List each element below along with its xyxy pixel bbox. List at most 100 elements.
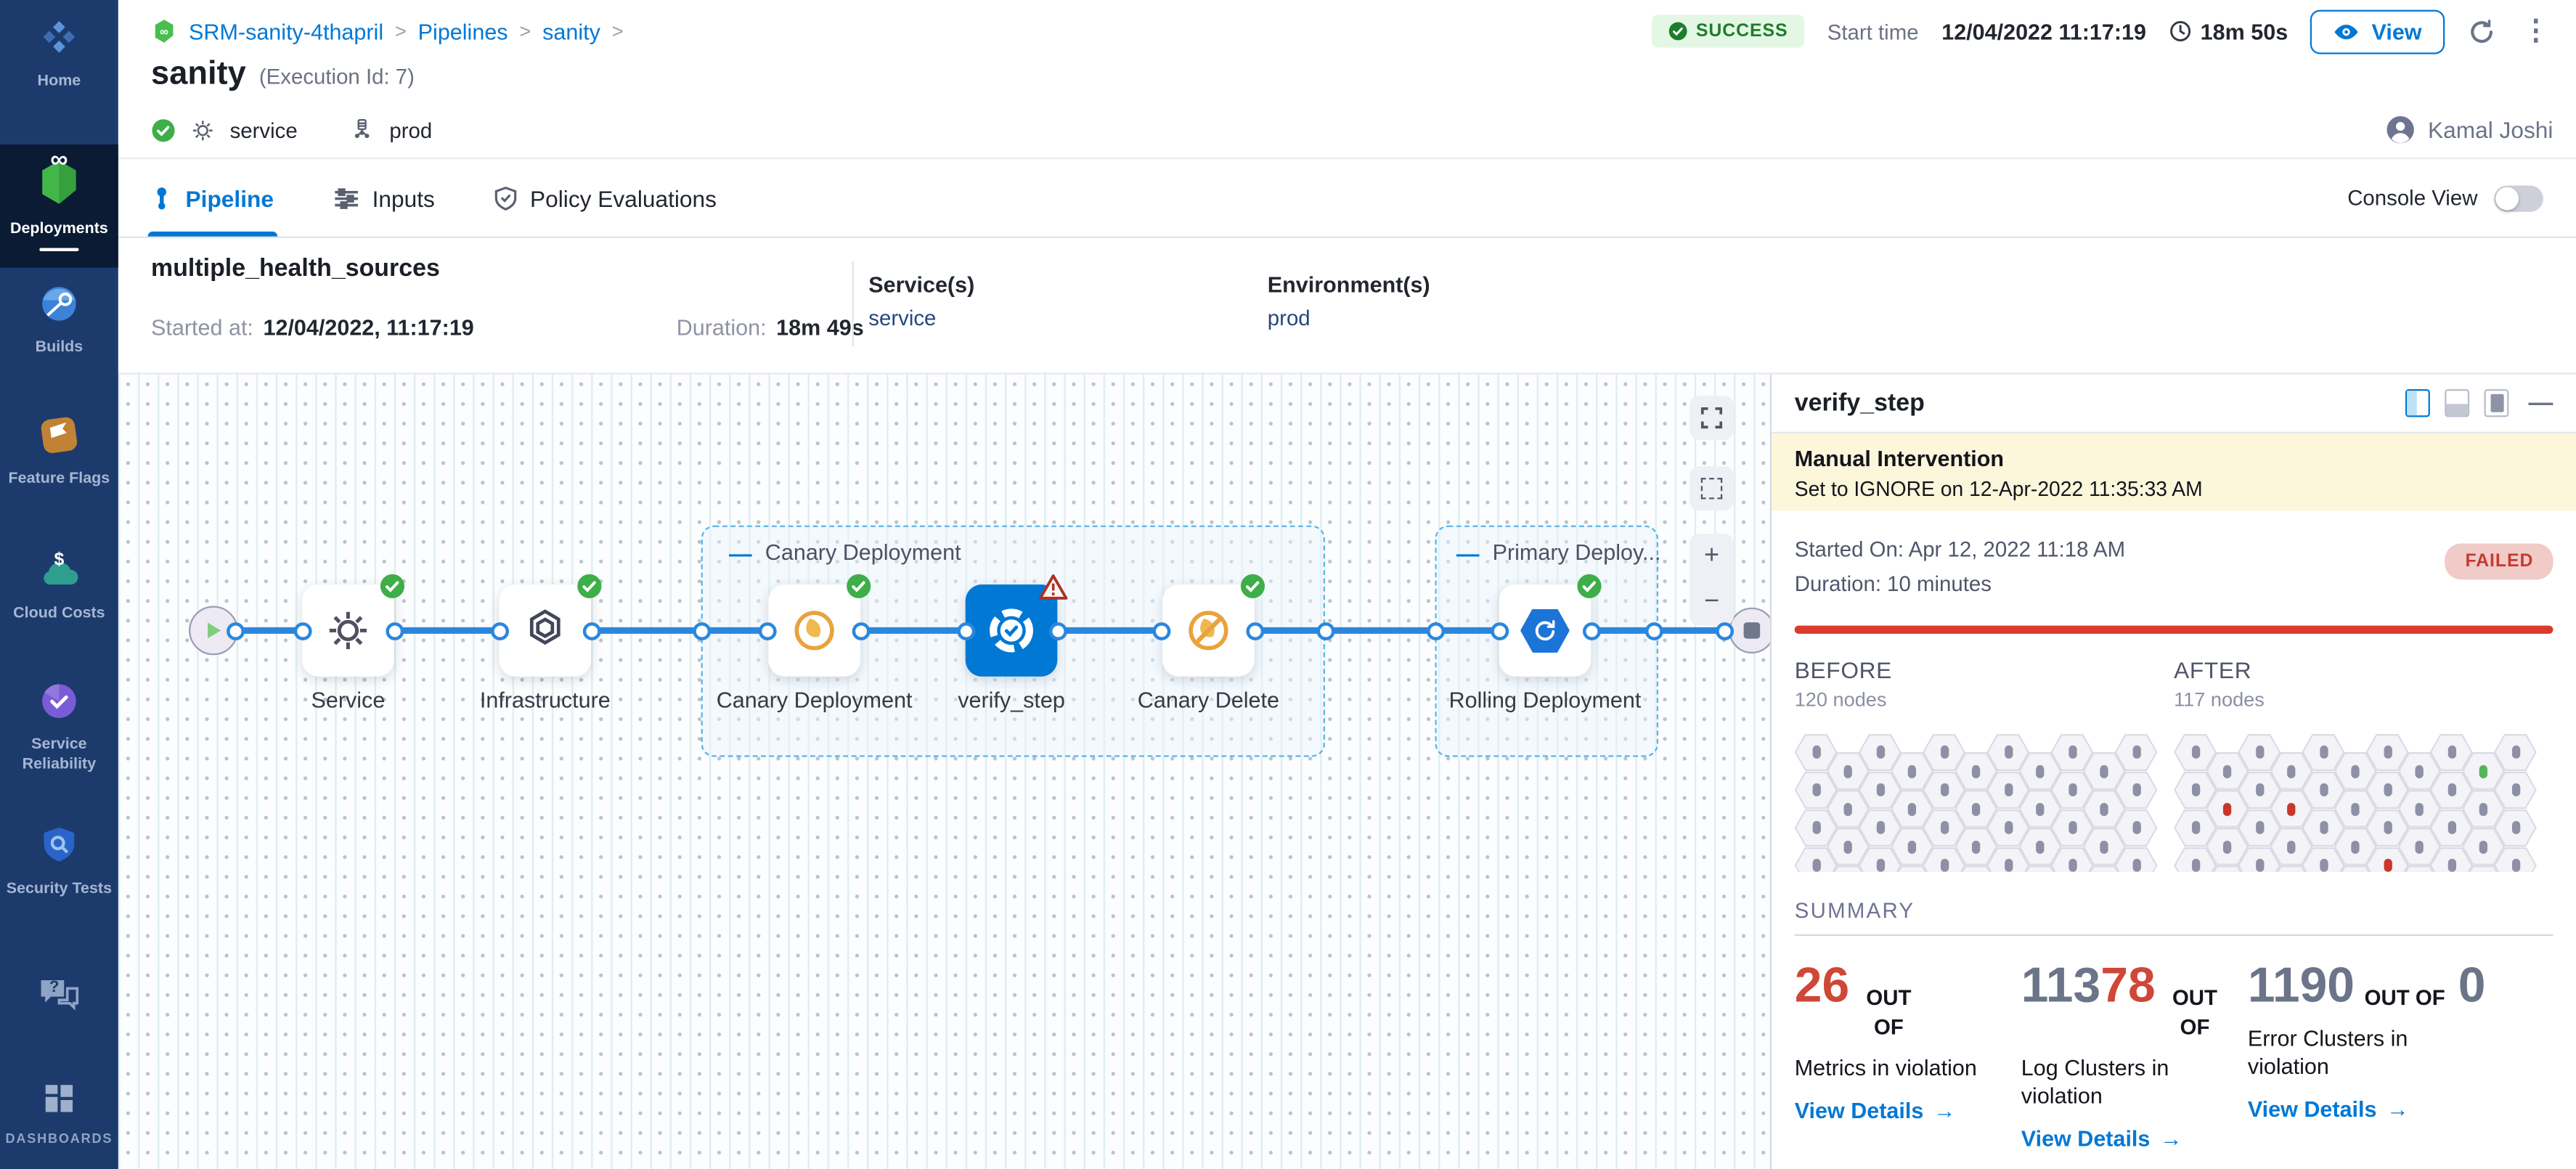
breadcrumb-pipelines-link[interactable]: Pipelines: [417, 19, 508, 44]
page-header: ∞ SRM-sanity-4thapril > Pipelines > sani…: [118, 0, 2576, 160]
node-hex[interactable]: [1891, 752, 1933, 790]
node-hex[interactable]: [1794, 770, 1838, 809]
environment-link[interactable]: prod: [1267, 305, 1311, 330]
group-label: Canary Deployment: [765, 540, 961, 565]
more-options-icon[interactable]: ⋮: [2522, 15, 2550, 46]
divider: [1794, 933, 2553, 936]
collapse-group-icon[interactable]: —: [729, 539, 752, 566]
environment-tag[interactable]: prod: [389, 117, 433, 142]
breadcrumb-separator: >: [611, 20, 624, 43]
node-hex[interactable]: [1826, 827, 1870, 865]
manual-intervention-banner: Manual Intervention Set to IGNORE on 12-…: [1772, 433, 2576, 511]
node-rolling-deployment[interactable]: [1499, 574, 1602, 677]
connector-point: [757, 621, 776, 640]
tab-inputs[interactable]: Inputs: [333, 159, 435, 236]
connector-point: [293, 621, 311, 640]
node-hex[interactable]: [2397, 865, 2441, 871]
node-hex[interactable]: [2206, 865, 2249, 871]
zoom-in-button[interactable]: +: [1703, 542, 1720, 570]
node-hex[interactable]: [1826, 752, 1870, 790]
zoom-out-button[interactable]: −: [1703, 587, 1720, 616]
layout-full-view-icon[interactable]: [2484, 388, 2509, 418]
node-hex[interactable]: [2270, 789, 2313, 828]
log-clusters-view-details-link[interactable]: View Details →: [2021, 1125, 2182, 1151]
tab-policy-evaluations[interactable]: Policy Evaluations: [494, 159, 717, 236]
node-status-dot: [1971, 764, 1981, 778]
node-hex[interactable]: [2018, 865, 2062, 871]
sidebar-item-security-tests[interactable]: Security Tests: [0, 824, 118, 900]
node-status-dot: [1939, 783, 1949, 797]
success-badge-icon: [1239, 573, 1265, 599]
node-hex[interactable]: [1826, 789, 1870, 828]
pipeline-canvas[interactable]: — Canary Deployment — Primary Deploy... …: [118, 374, 1770, 1169]
console-view-toggle[interactable]: [2494, 184, 2543, 211]
node-canary-deployment[interactable]: [768, 574, 871, 677]
fullscreen-icon: [1700, 407, 1723, 429]
collapse-group-icon[interactable]: —: [1456, 539, 1480, 566]
user-name[interactable]: Kamal Joshi: [2428, 116, 2553, 143]
breadcrumb-pipeline-link[interactable]: sanity: [542, 19, 600, 44]
group-label: Primary Deploy...: [1492, 540, 1661, 565]
rolling-deployment-icon: [1520, 608, 1570, 653]
error-clusters-view-details-link[interactable]: View Details →: [2247, 1096, 2409, 1121]
node-service[interactable]: [302, 574, 405, 677]
sidebar-item-service-reliability[interactable]: Service Reliability: [0, 680, 118, 775]
node-hex[interactable]: [2365, 770, 2409, 809]
clock-icon: [2170, 20, 2191, 41]
node-status-dot: [1971, 839, 1981, 854]
sidebar-item-home[interactable]: Home: [0, 17, 118, 92]
node-canary-delete[interactable]: [1162, 574, 1265, 677]
service-tag[interactable]: service: [229, 117, 298, 142]
node-hex[interactable]: [1891, 789, 1933, 828]
node-hex[interactable]: [2238, 846, 2281, 871]
node-hex[interactable]: [1891, 865, 1933, 871]
node-hex[interactable]: [2461, 789, 2505, 828]
node-hex[interactable]: [2397, 827, 2441, 865]
node-infrastructure[interactable]: [499, 574, 602, 677]
node-hex[interactable]: [2082, 865, 2126, 871]
sidebar-item-builds[interactable]: Builds: [0, 282, 118, 358]
node-hex[interactable]: [2461, 865, 2505, 871]
node-status-dot: [2132, 783, 2140, 797]
node-hex[interactable]: [1955, 865, 1997, 871]
sidebar-item-cloud-costs[interactable]: $ Cloud Costs: [0, 550, 118, 624]
refresh-icon[interactable]: [2468, 17, 2495, 45]
multi-select-button[interactable]: [1689, 466, 1735, 511]
node-hex[interactable]: [1923, 733, 1965, 771]
node-hex[interactable]: [1826, 865, 1870, 871]
pipeline-end-node[interactable]: [1729, 607, 1770, 654]
node-hex[interactable]: [2334, 865, 2377, 871]
sidebar-item-dashboards[interactable]: DASHBOARDS: [0, 1080, 118, 1146]
node-status-dot: [2068, 745, 2076, 759]
service-link[interactable]: service: [868, 305, 937, 330]
node-label: Infrastructure: [479, 688, 611, 713]
total-duration: 18m 50s: [2169, 19, 2288, 44]
canary-icon: [794, 611, 834, 651]
node-hex[interactable]: [2270, 865, 2313, 871]
tab-pipeline[interactable]: Pipeline: [147, 159, 277, 237]
fullscreen-button[interactable]: [1689, 395, 1735, 441]
node-status-dot: [2287, 802, 2296, 815]
view-button[interactable]: View: [2310, 9, 2445, 54]
before-node-grid[interactable]: [1794, 733, 2159, 871]
node-hex[interactable]: [2114, 808, 2158, 847]
node-hex[interactable]: [2461, 827, 2505, 865]
error-clusters-total: 0: [2458, 958, 2486, 1013]
metrics-view-details-link[interactable]: View Details →: [1794, 1098, 1956, 1123]
node-hex[interactable]: [2334, 789, 2377, 828]
layout-right-view-icon[interactable]: [2405, 388, 2430, 418]
node-verify-step[interactable]: [965, 574, 1068, 677]
sidebar-item-deployments[interactable]: ∞ Deployments: [0, 144, 118, 268]
sidebar-item-feature-flags[interactable]: Feature Flags: [0, 414, 118, 489]
node-status-dot: [2447, 820, 2455, 835]
after-node-grid[interactable]: [2174, 733, 2538, 871]
success-check-icon: [152, 118, 175, 142]
node-status-dot: [2004, 858, 2013, 871]
breadcrumb-project-link[interactable]: SRM-sanity-4thapril: [189, 19, 384, 44]
sidebar-item-help[interactable]: ?: [0, 977, 118, 1022]
node-hex[interactable]: [1986, 770, 2030, 809]
layout-bottom-view-icon[interactable]: [2445, 388, 2470, 418]
stage-name[interactable]: multiple_health_sources: [151, 254, 440, 282]
breadcrumb: ∞ SRM-sanity-4thapril > Pipelines > sani…: [151, 9, 2553, 54]
node-status-dot: [2383, 858, 2392, 871]
